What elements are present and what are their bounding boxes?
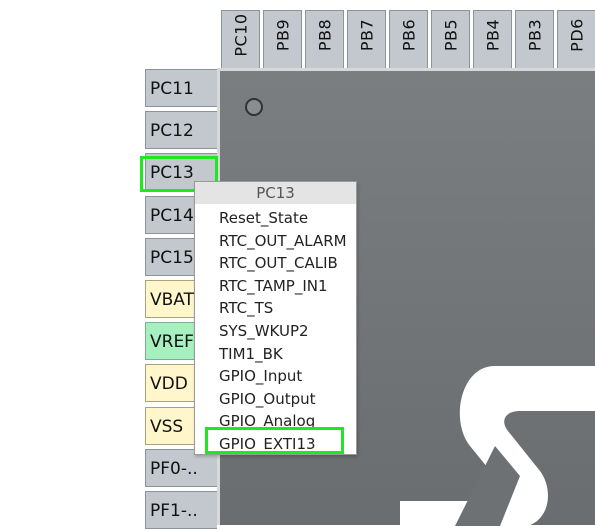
- pin-pd6[interactable]: PD6: [557, 10, 595, 68]
- pin-label: PB4: [483, 18, 502, 52]
- pin-pb6[interactable]: PB6: [389, 10, 428, 68]
- pin-label: PD6: [567, 18, 586, 52]
- pin-pb9[interactable]: PB9: [263, 10, 302, 68]
- pin-pf1[interactable]: PF1-..: [145, 491, 217, 529]
- pin1-marker: [245, 98, 263, 116]
- pin-vbat[interactable]: VBAT: [145, 280, 217, 318]
- pin-pb5[interactable]: PB5: [431, 10, 470, 68]
- selected-item-highlight: [205, 427, 344, 454]
- st-logo-icon: [400, 366, 595, 528]
- pin-pb7[interactable]: PB7: [347, 10, 386, 68]
- pin-label: PB3: [525, 18, 544, 52]
- pin-label: PB9: [273, 18, 292, 52]
- pin-pc13[interactable]: PC13: [145, 153, 217, 192]
- menu-item-rtc-ts[interactable]: RTC_TS: [219, 299, 274, 318]
- menu-item-rtc-tamp-in1[interactable]: RTC_TAMP_IN1: [219, 276, 328, 295]
- menu-item-gpio-input[interactable]: GPIO_Input: [219, 367, 303, 386]
- pin-pc11[interactable]: PC11: [145, 69, 217, 107]
- pin-pb4[interactable]: PB4: [473, 10, 512, 68]
- pin-pc10[interactable]: PC10: [221, 10, 260, 68]
- pin-label: PB6: [399, 18, 418, 52]
- pin-label: PC10: [231, 13, 250, 57]
- menu-item-rtc-out-calib[interactable]: RTC_OUT_CALIB: [219, 254, 338, 273]
- menu-item-rtc-out-alarm[interactable]: RTC_OUT_ALARM: [219, 231, 347, 250]
- pin-label: PB8: [315, 18, 334, 52]
- menu-item-tim1-bk[interactable]: TIM1_BK: [219, 344, 283, 363]
- menu-title: PC13: [195, 182, 356, 204]
- menu-item-gpio-analog[interactable]: GPIO_Analog: [219, 412, 316, 431]
- menu-item-gpio-output[interactable]: GPIO_Output: [219, 389, 316, 408]
- menu-item-reset-state[interactable]: Reset_State: [219, 209, 309, 227]
- menu-item-sys-wkup2[interactable]: SYS_WKUP2: [219, 322, 309, 340]
- pc13-pin-highlight: [140, 156, 218, 192]
- menu-item-gpio-exti13[interactable]: GPIO_EXTI13: [219, 435, 316, 453]
- pin-pc12[interactable]: PC12: [145, 111, 217, 150]
- pin-label: PB5: [441, 18, 460, 52]
- pin-pf0[interactable]: PF0-..: [145, 448, 217, 487]
- pin-pb3[interactable]: PB3: [515, 10, 554, 68]
- pin-label: PB7: [357, 18, 376, 52]
- pin-pb8[interactable]: PB8: [305, 10, 344, 68]
